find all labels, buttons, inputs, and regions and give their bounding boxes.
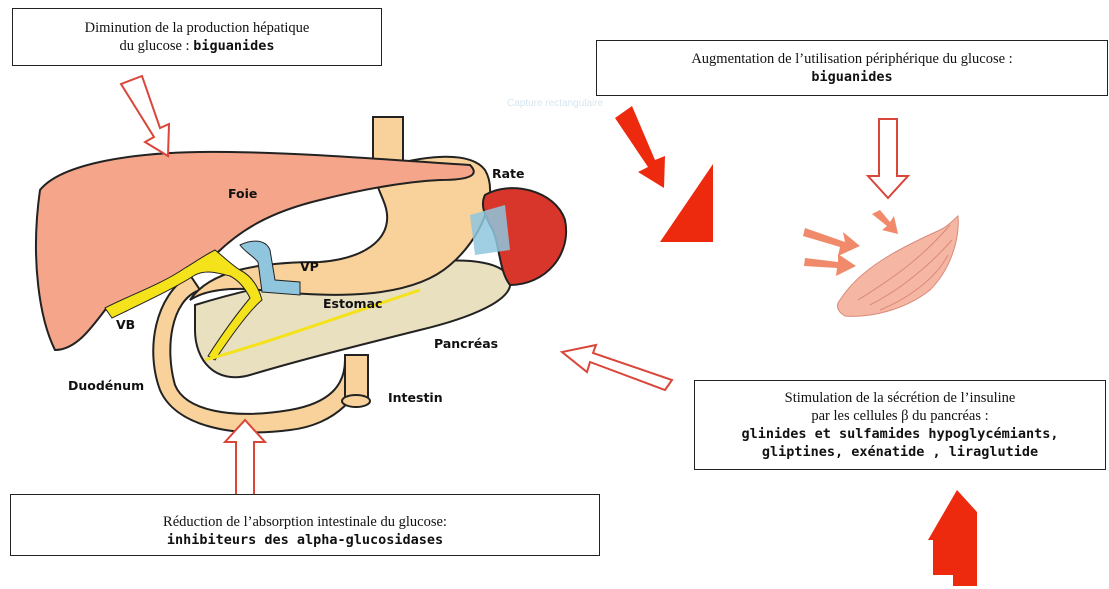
label-foie: Foie xyxy=(228,186,257,201)
muscle-box-drug: biguanides xyxy=(811,69,892,85)
red-arrow-diagonal xyxy=(615,106,665,188)
pancreas-box-drugs-2: gliptines, exénatide , liraglutide xyxy=(762,444,1038,460)
muscle-arrow-3 xyxy=(872,210,898,234)
red-triangle xyxy=(660,164,713,242)
liver-box-line2: du glucose : biguanides xyxy=(13,37,381,55)
pancreas-box: Stimulation de la sécrétion de l’insulin… xyxy=(694,380,1106,470)
pancreas-box-line1: Stimulation de la sécrétion de l’insulin… xyxy=(695,389,1105,407)
label-duodenum: Duodénum xyxy=(68,378,144,393)
label-estomac: Estomac xyxy=(323,296,382,311)
liver-box-drug: biguanides xyxy=(193,38,274,54)
arrow-pancreas xyxy=(562,345,672,390)
intestine-box-line1: Réduction de l’absorption intestinale du… xyxy=(11,513,599,531)
label-rate: Rate xyxy=(492,166,525,181)
intestine-box: Réduction de l’absorption intestinale du… xyxy=(10,494,600,556)
intestine-organ xyxy=(345,355,368,400)
capture-overlay-text: Capture rectangulaire xyxy=(507,98,603,109)
muscle-box: Augmentation de l’utilisation périphériq… xyxy=(596,40,1108,96)
liver-box: Diminution de la production hépatique du… xyxy=(12,8,382,66)
arrow-liver xyxy=(121,76,169,156)
muscle-box-line1: Augmentation de l’utilisation périphériq… xyxy=(597,50,1107,68)
red-arrow-up xyxy=(928,490,977,586)
muscle-arrow-2 xyxy=(804,254,856,276)
intestine-box-drug: inhibiteurs des alpha-glucosidases xyxy=(167,532,443,548)
label-pancreas: Pancréas xyxy=(434,336,498,351)
pancreas-box-drugs-1: glinides et sulfamides hypoglycémiants, xyxy=(742,426,1059,442)
pancreas-box-line2: par les cellules β du pancréas : xyxy=(695,407,1105,425)
label-intestin: Intestin xyxy=(388,390,443,405)
muscle-arrow-1 xyxy=(803,228,860,256)
liver-box-line1: Diminution de la production hépatique xyxy=(13,19,381,37)
arrow-muscle xyxy=(868,119,908,198)
label-vb: VB xyxy=(116,317,135,332)
label-vp: VP xyxy=(300,259,319,274)
liver-box-line2-prefix: du glucose : xyxy=(120,38,194,54)
